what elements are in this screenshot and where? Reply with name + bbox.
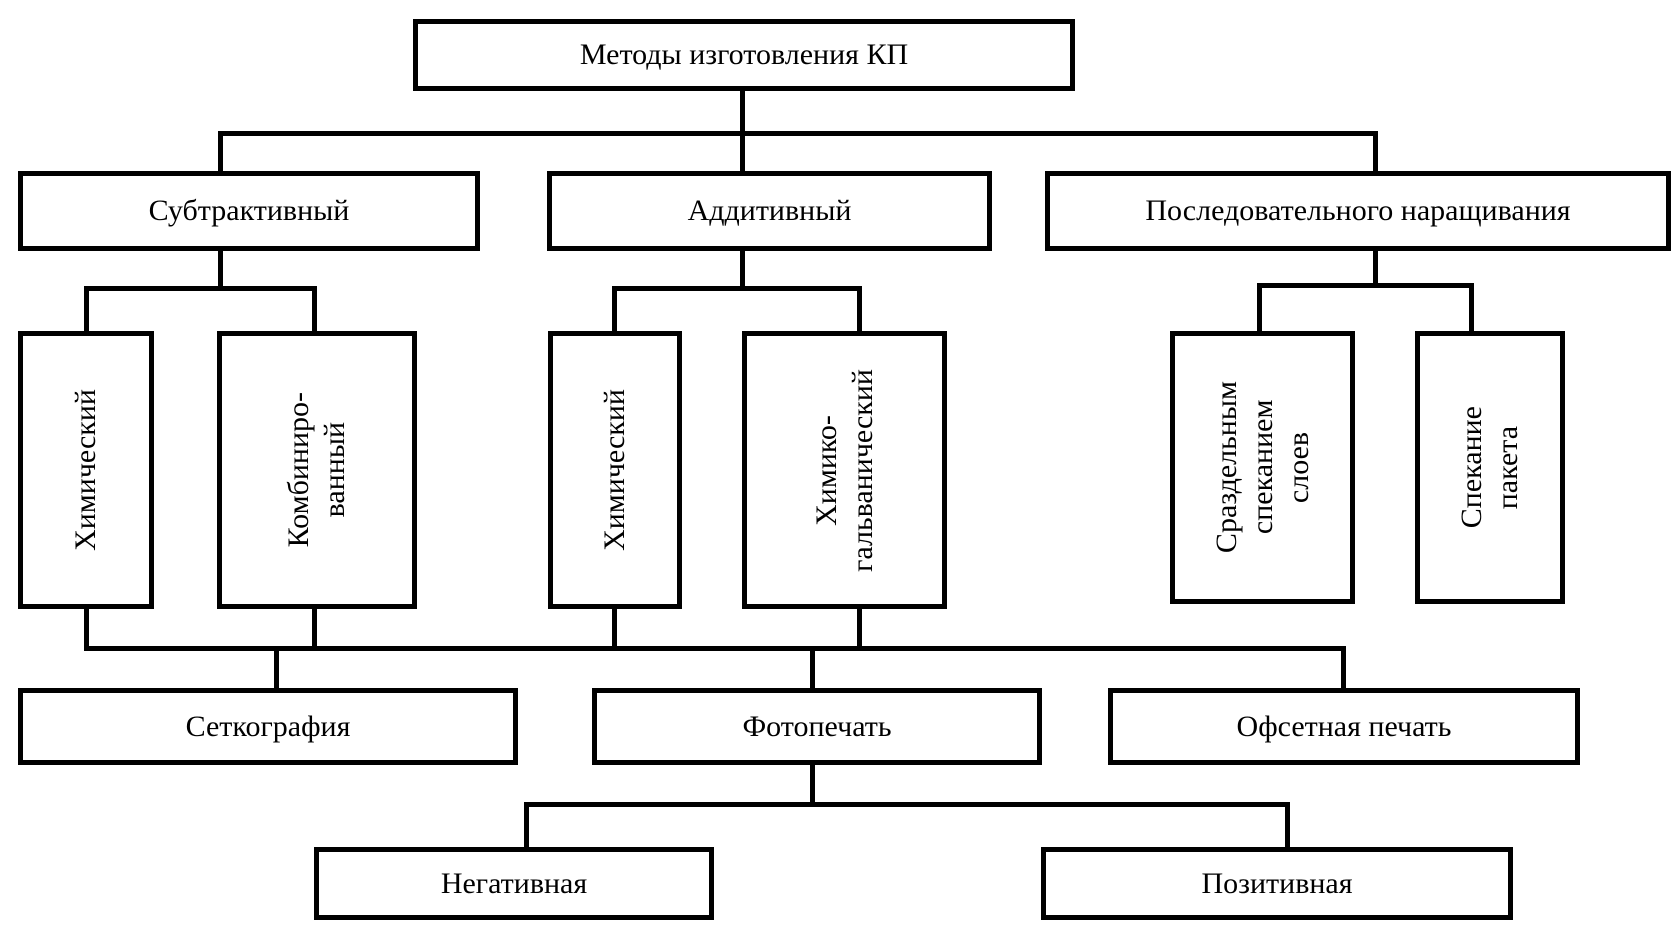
connector bbox=[84, 604, 89, 651]
subtype-seq-package-box: Спекание пакета bbox=[1415, 331, 1565, 604]
connector bbox=[857, 604, 862, 651]
connector bbox=[84, 286, 317, 291]
connector bbox=[857, 286, 862, 336]
photo-positive-box: Позитивная bbox=[1041, 847, 1513, 920]
connector bbox=[612, 286, 862, 291]
subtype-seq-separate-label: Сраздельным спеканием слоев bbox=[1209, 381, 1315, 554]
connector bbox=[218, 246, 223, 291]
photo-negative-box: Негативная bbox=[314, 847, 714, 920]
connector bbox=[612, 286, 617, 336]
printing-photo-box: Фотопечать bbox=[592, 688, 1042, 765]
connector bbox=[810, 646, 815, 693]
connector bbox=[218, 131, 1378, 136]
connector bbox=[524, 802, 529, 852]
connector bbox=[84, 286, 89, 336]
method-subtractive-box: Субтрактивный bbox=[18, 171, 480, 251]
subtype-seq-separate-box: Сраздельным спеканием слоев bbox=[1170, 331, 1355, 604]
subtype-seq-package-label: Спекание пакета bbox=[1455, 406, 1524, 529]
photo-negative-label: Негативная bbox=[440, 866, 588, 900]
connector bbox=[312, 286, 317, 336]
subtype-add-chemical-label: Химический bbox=[598, 389, 631, 551]
connector bbox=[274, 646, 279, 693]
connector bbox=[740, 86, 745, 136]
connector bbox=[1373, 131, 1378, 176]
subtype-sub-chemical-label: Химический bbox=[69, 389, 102, 551]
root-label: Методы изготовления КП bbox=[579, 38, 909, 71]
method-additive-label: Аддитивный bbox=[687, 194, 852, 227]
printing-screen-label: Сеткография bbox=[185, 709, 351, 743]
connector bbox=[84, 646, 1346, 651]
method-subtractive-label: Субтрактивный bbox=[148, 194, 350, 227]
connector bbox=[612, 604, 617, 651]
connector bbox=[1341, 646, 1346, 693]
printing-offset-label: Офсетная печать bbox=[1236, 709, 1452, 743]
connector bbox=[218, 131, 223, 176]
connector bbox=[1257, 283, 1474, 288]
connector bbox=[524, 802, 1290, 807]
subtype-add-chemical-box: Химический bbox=[548, 331, 682, 609]
connector bbox=[810, 760, 815, 807]
connector bbox=[1469, 283, 1474, 336]
photo-positive-label: Позитивная bbox=[1201, 866, 1353, 900]
subtype-add-chemgalv-label: Химико- гальванический bbox=[809, 368, 879, 572]
connector bbox=[740, 246, 745, 291]
subtype-add-chemgalv-box: Химико- гальванический bbox=[742, 331, 947, 609]
method-sequential-box: Последовательного наращивания bbox=[1045, 171, 1671, 251]
subtype-sub-chemical-box: Химический bbox=[18, 331, 154, 609]
printing-offset-box: Офсетная печать bbox=[1108, 688, 1580, 765]
subtype-sub-combined-box: Комбиниро- ванный bbox=[217, 331, 417, 609]
root-box: Методы изготовления КП bbox=[413, 19, 1075, 91]
printing-screen-box: Сеткография bbox=[18, 688, 518, 765]
connector bbox=[740, 131, 745, 176]
method-sequential-label: Последовательного наращивания bbox=[1145, 194, 1571, 227]
connector bbox=[312, 604, 317, 651]
printing-photo-label: Фотопечать bbox=[742, 709, 892, 743]
connector bbox=[1285, 802, 1290, 852]
connector bbox=[1373, 246, 1378, 288]
subtype-sub-combined-label: Комбиниро- ванный bbox=[282, 392, 351, 548]
connector bbox=[1257, 283, 1262, 336]
method-additive-box: Аддитивный bbox=[547, 171, 992, 251]
